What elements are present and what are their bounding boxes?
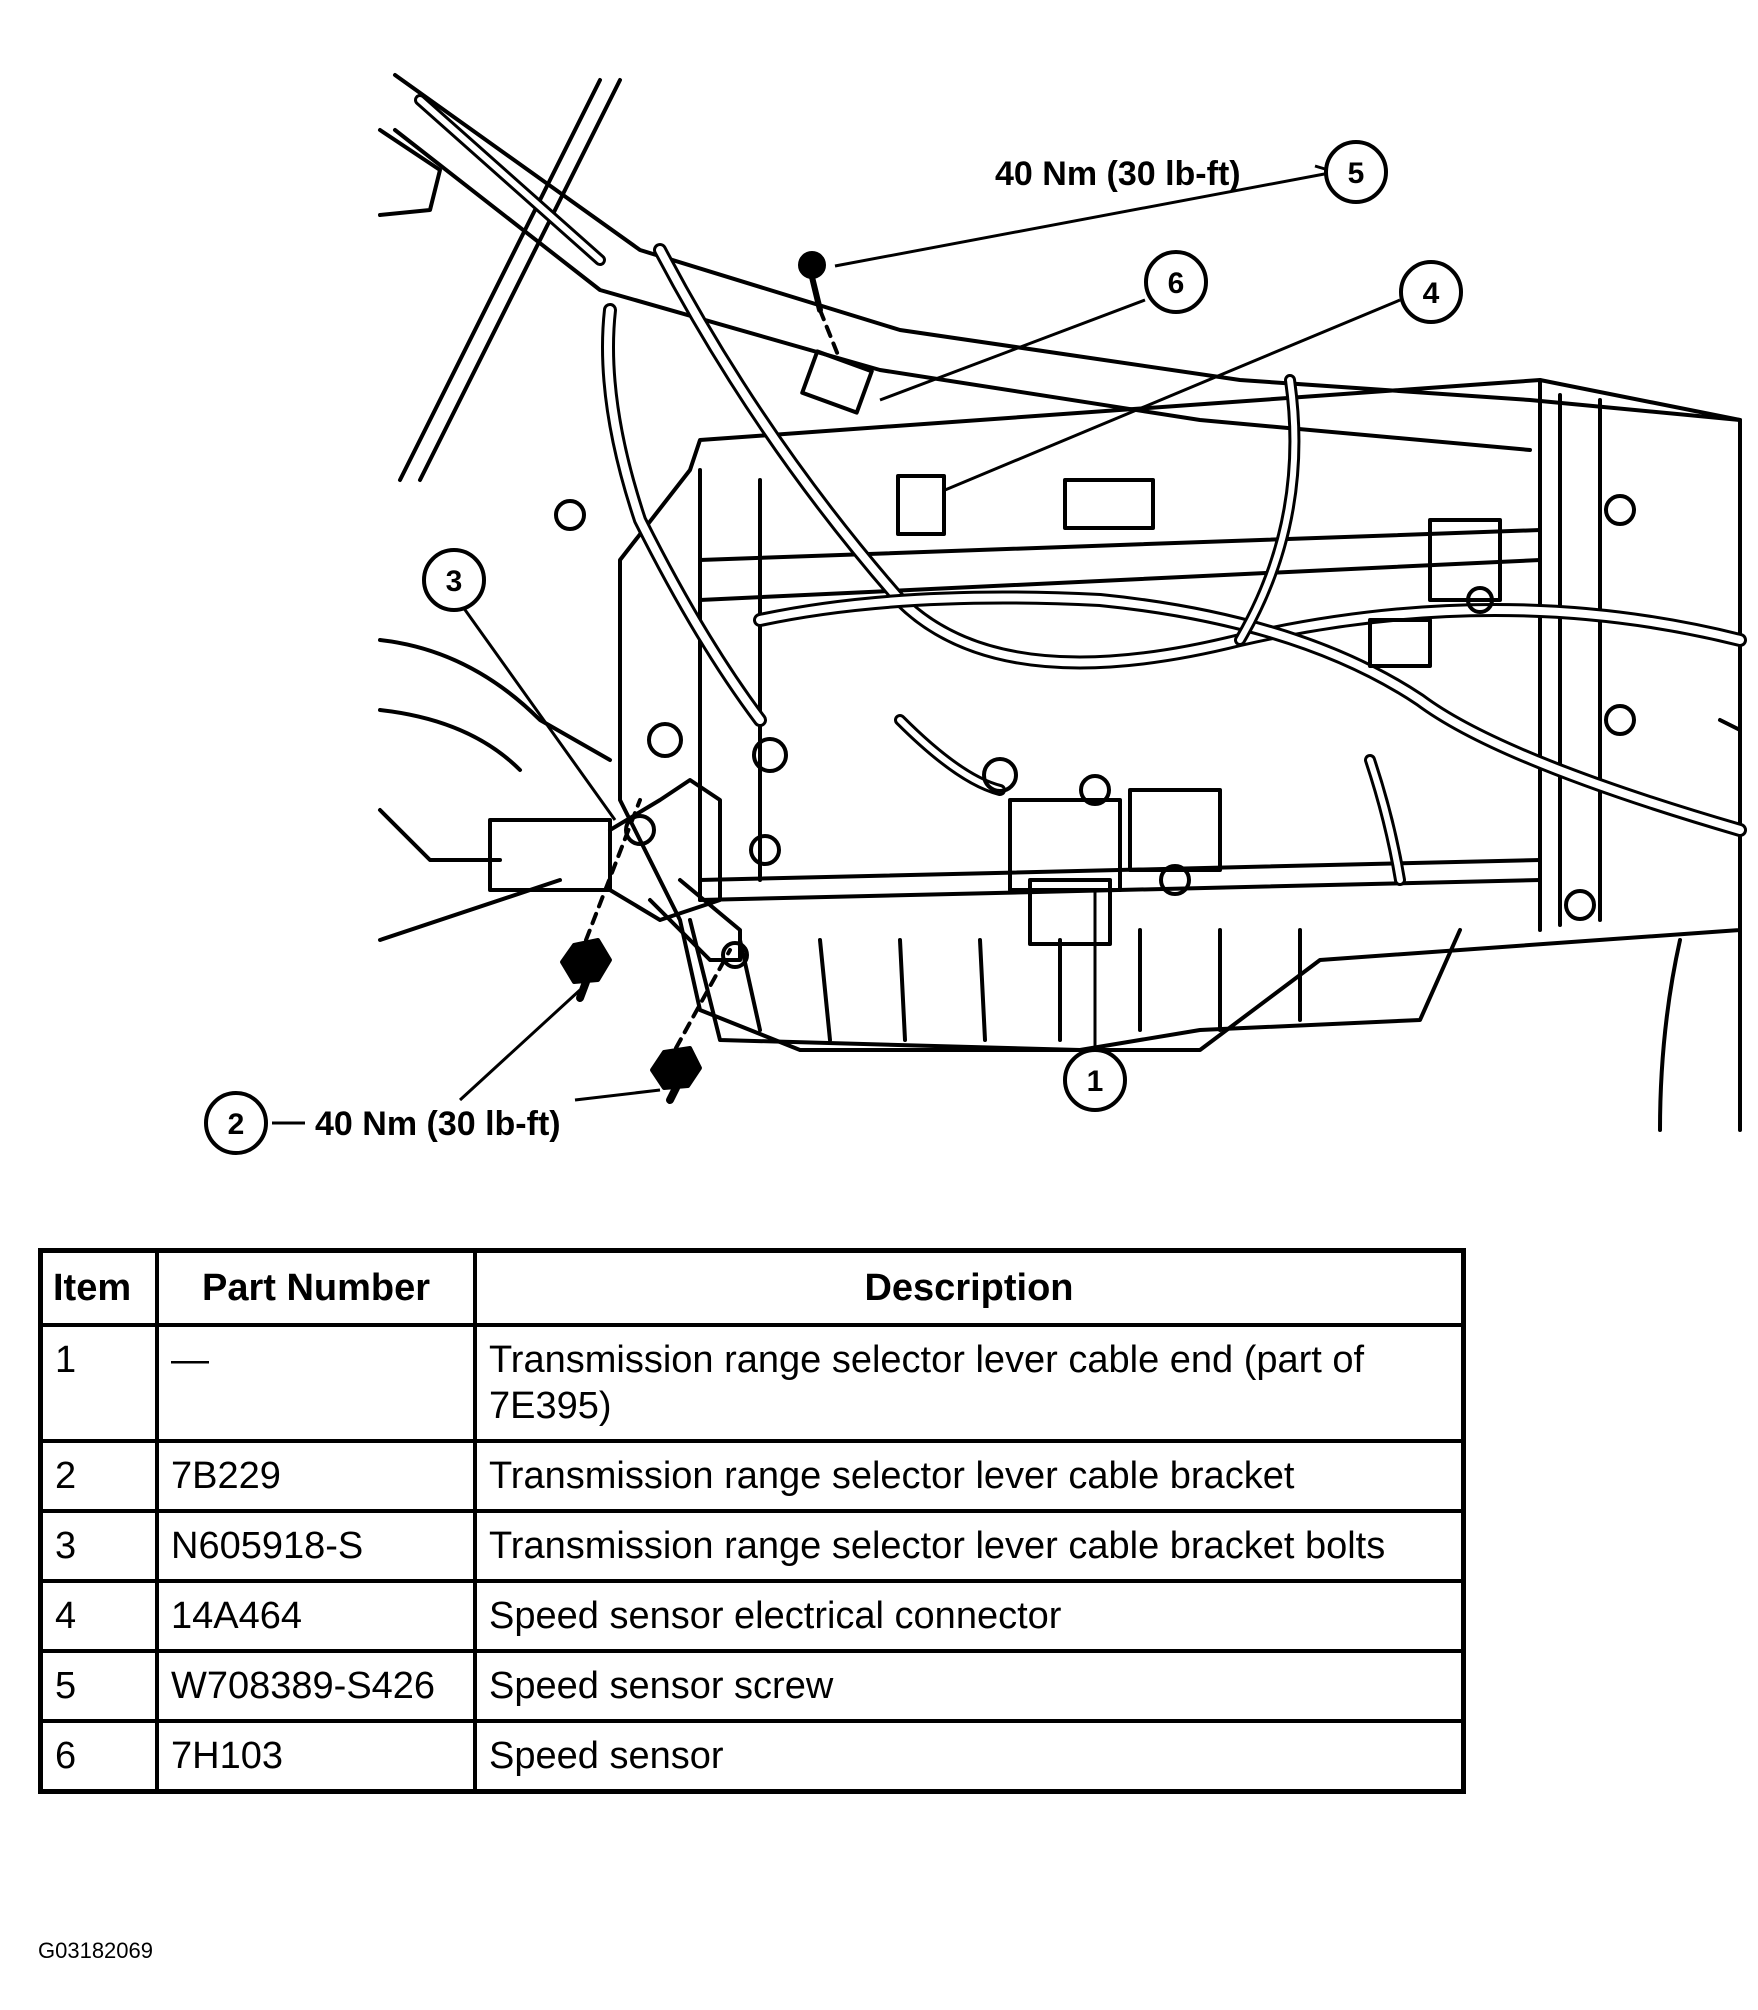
header-item: Item xyxy=(38,1248,159,1327)
header-part-number: Part Number xyxy=(155,1248,477,1327)
callout-circle-2 xyxy=(204,1091,268,1155)
callout-label-3: 3 xyxy=(446,565,463,598)
cell-part-number: 7B229 xyxy=(155,1439,477,1513)
cell-item: 5 xyxy=(38,1649,159,1723)
cell-part-number: — xyxy=(155,1323,477,1443)
header-description: Description xyxy=(473,1248,1466,1327)
transmission-illustration: 5 6 4 3 1 2 40 Nm (30 lb-ft) 40 Nm (30 l… xyxy=(204,73,1747,1155)
table-row: 2 7B229 Transmission range selector leve… xyxy=(38,1439,1466,1513)
cell-description: Transmission range selector lever cable … xyxy=(473,1323,1466,1443)
table-row: 5 W708389-S426 Speed sensor screw xyxy=(38,1649,1466,1723)
cell-item: 4 xyxy=(38,1579,159,1653)
callout-circle-3 xyxy=(422,548,486,612)
cell-part-number: N605918-S xyxy=(155,1509,477,1583)
cell-item: 3 xyxy=(38,1509,159,1583)
cell-item: 6 xyxy=(38,1719,159,1794)
cell-part-number: 14A464 xyxy=(155,1579,477,1653)
table-row: 3 N605918-S Transmission range selector … xyxy=(38,1509,1466,1583)
callout-circle-4 xyxy=(1399,260,1463,324)
callout-label-2: 2 xyxy=(228,1108,245,1141)
table-row: 1 — Transmission range selector lever ca… xyxy=(38,1323,1466,1443)
torque-label-5: 40 Nm (30 lb-ft) xyxy=(995,155,1241,193)
cell-description: Transmission range selector lever cable … xyxy=(473,1509,1466,1583)
callout-circle-6 xyxy=(1144,250,1208,314)
callout-label-1: 1 xyxy=(1087,1065,1104,1098)
cell-part-number: W708389-S426 xyxy=(155,1649,477,1723)
callout-label-4: 4 xyxy=(1423,277,1440,310)
cell-description: Transmission range selector lever cable … xyxy=(473,1439,1466,1513)
callout-circle-1 xyxy=(1063,1048,1127,1112)
callout-circle-5 xyxy=(1324,140,1388,204)
cell-part-number: 7H103 xyxy=(155,1719,477,1794)
cell-item: 1 xyxy=(38,1323,159,1443)
table-row: 6 7H103 Speed sensor xyxy=(38,1719,1466,1794)
torque-label-2: 40 Nm (30 lb-ft) xyxy=(315,1105,561,1143)
figure-id: G03182069 xyxy=(38,1938,153,1963)
cell-item: 2 xyxy=(38,1439,159,1513)
callout-label-5: 5 xyxy=(1348,157,1365,190)
cell-description: Speed sensor xyxy=(473,1719,1466,1794)
table-row: 4 14A464 Speed sensor electrical connect… xyxy=(38,1579,1466,1653)
table-header-row: Item Part Number Description xyxy=(38,1248,1466,1327)
callout-label-6: 6 xyxy=(1168,267,1185,300)
cell-description: Speed sensor electrical connector xyxy=(473,1579,1466,1653)
cell-description: Speed sensor screw xyxy=(473,1649,1466,1723)
parts-table: Item Part Number Description 1 — Transmi… xyxy=(38,1248,1466,1794)
